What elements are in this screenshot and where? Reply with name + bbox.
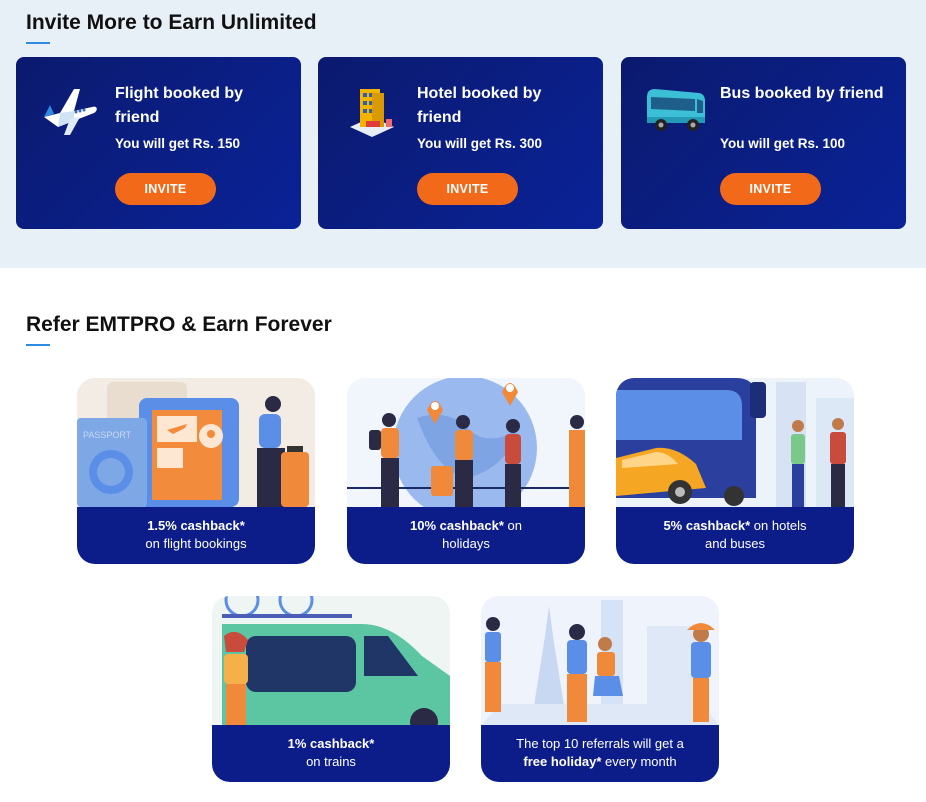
invite-card-title: Bus booked by friend xyxy=(720,85,884,102)
hotel-icon xyxy=(350,89,394,137)
invite-card-reward: You will get Rs. 150 xyxy=(115,136,241,151)
refer-section-title: Refer EMTPRO & Earn Forever xyxy=(26,313,332,336)
cashback-label: The top 10 referrals will get a free hol… xyxy=(481,725,719,782)
invite-card-bus: Bus booked by friend You will get Rs. 10… xyxy=(621,57,906,229)
cashback-detail: holidays xyxy=(442,536,490,551)
invite-bus-button[interactable]: INVITE xyxy=(720,173,821,205)
cashback-label: 1.5% cashback* on flight bookings xyxy=(77,507,315,564)
cashback-label: 10% cashback* on holidays xyxy=(347,507,585,564)
invite-card-reward: You will get Rs. 100 xyxy=(720,136,846,151)
airplane-icon xyxy=(44,89,97,135)
cashback-rate: 5% cashback* xyxy=(663,518,751,533)
invite-card-hotel: Hotel booked by friend You will get Rs. … xyxy=(318,57,603,229)
refer-card-flight: PASSPORT 1.5% cashback* on flight bookin… xyxy=(77,378,315,564)
title-underline xyxy=(26,344,50,346)
title-underline xyxy=(26,42,50,44)
invite-card-title: Flight booked by friend xyxy=(115,85,243,126)
cashback-detail: on xyxy=(503,518,523,533)
cashback-detail: on trains xyxy=(306,754,356,769)
hotels-buses-illustration xyxy=(616,378,854,507)
invite-section: Invite More to Earn Unlimited Flight boo… xyxy=(0,0,926,268)
holidays-illustration xyxy=(347,378,585,507)
passport-label: PASSPORT xyxy=(83,430,132,440)
cashback-rate: 1% cashback* xyxy=(287,736,375,751)
invite-section-title: Invite More to Earn Unlimited xyxy=(26,11,317,34)
invite-card-flight: Flight booked by friend You will get Rs.… xyxy=(16,57,301,229)
cashback-rate: 10% cashback* xyxy=(409,518,504,533)
free-holiday-text: free holiday* xyxy=(523,754,602,769)
invite-hotel-button[interactable]: INVITE xyxy=(417,173,518,205)
free-holiday-illustration xyxy=(481,596,719,725)
cashback-detail: on hotels xyxy=(750,518,807,533)
refer-card-free-holiday: The top 10 referrals will get a free hol… xyxy=(481,596,719,782)
referral-reward-text: The top 10 referrals will get a xyxy=(516,736,684,751)
cashback-rate: 1.5% cashback* xyxy=(147,518,245,533)
refer-card-hotels-buses: 5% cashback* on hotels and buses xyxy=(616,378,854,564)
refer-card-holidays: 10% cashback* on holidays xyxy=(347,378,585,564)
invite-flight-button[interactable]: INVITE xyxy=(115,173,216,205)
referral-reward-suffix: every month xyxy=(601,754,677,769)
flight-booking-illustration: PASSPORT xyxy=(77,378,315,507)
bus-icon xyxy=(647,89,705,131)
cashback-label: 5% cashback* on hotels and buses xyxy=(616,507,854,564)
trains-illustration xyxy=(212,596,450,725)
cashback-detail: and buses xyxy=(705,536,765,551)
refer-card-trains: 1% cashback* on trains xyxy=(212,596,450,782)
invite-card-reward: You will get Rs. 300 xyxy=(417,136,543,151)
cashback-detail: on flight bookings xyxy=(145,536,247,551)
invite-card-title: Hotel booked by friend xyxy=(417,85,542,126)
cashback-label: 1% cashback* on trains xyxy=(212,725,450,782)
